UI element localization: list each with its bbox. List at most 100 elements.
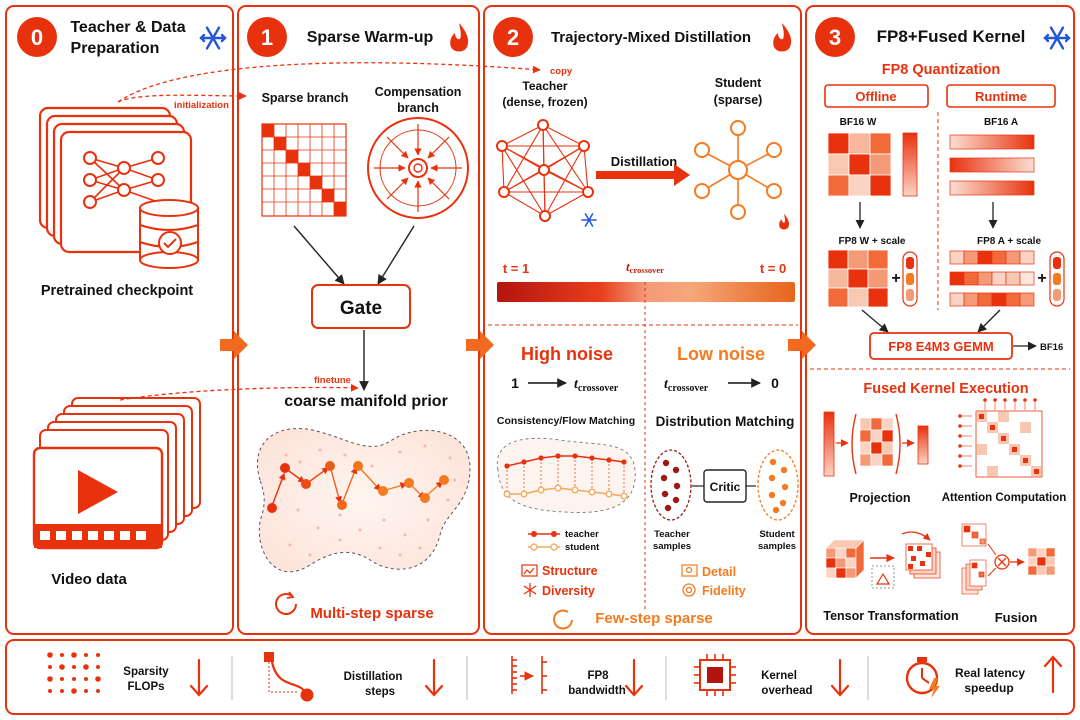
panel-3-number-badge: [815, 17, 855, 57]
panel-1-number: 1: [261, 25, 273, 50]
snowflake-icon: [581, 213, 597, 227]
offline-tab: [824, 84, 929, 108]
low-range-end: 0: [771, 375, 779, 391]
trajectory-matching-plot: [496, 437, 636, 513]
multi-step-cycle-icon: [275, 591, 297, 615]
fp8-gemm-box: [869, 332, 1013, 360]
sparse-attention-grid: [261, 123, 347, 217]
critic-label: Critic: [710, 480, 741, 494]
consistency-flow-matching-label: Consistency/Flow Matching: [497, 415, 635, 427]
panel-0-number: 0: [31, 25, 43, 50]
fp8-gemm-label: FP8 E4M3 GEMM: [888, 339, 993, 354]
kernel-overhead-label-line1: Kernel: [761, 670, 797, 682]
fp8-weight-matrix: [827, 249, 889, 308]
few-step-cycle-icon: [553, 609, 573, 630]
low-noise-label: Low noise: [677, 344, 765, 364]
real-latency-label-line1: Real latency: [955, 666, 1025, 680]
t-start-label: t = 1: [503, 261, 529, 276]
down-arrow-icon: [624, 658, 644, 697]
projection-icon: [823, 411, 929, 477]
coarse-manifold-blob: [257, 428, 471, 573]
video-data-label: Video data: [51, 571, 127, 588]
pretrained-checkpoint-label: Pretrained checkpoint: [41, 283, 193, 299]
high-noise-label: High noise: [521, 344, 613, 364]
fp8-bandwidth-icon: [511, 656, 547, 694]
snowflake-icon: [1043, 26, 1071, 50]
student-label-line2: (sparse): [714, 93, 763, 107]
panel-2-number-badge: [493, 17, 533, 57]
down-arrow-icon: [189, 658, 209, 697]
fp8-quantization-title: FP8 Quantization: [882, 62, 1000, 78]
plus-sign-a: +: [1037, 270, 1046, 287]
compensation-branch-icon: [367, 117, 469, 219]
kernel-chip-icon: [694, 654, 736, 696]
compensation-branch-label-line1: Compensation: [375, 85, 462, 99]
panel-0-title-line2: Preparation: [71, 40, 160, 57]
teacher-samples-label-line1: Teacher: [654, 529, 690, 540]
teacher-label-line2: (dense, frozen): [502, 95, 587, 109]
bf16-weight-matrix: [827, 132, 892, 197]
bf16-w-label: BF16 W: [840, 117, 877, 128]
down-arrow-icon: [830, 658, 850, 697]
panel-3-title: FP8+Fused Kernel: [877, 27, 1026, 46]
teacher-label-line1: Teacher: [522, 79, 567, 93]
fp8-activation-bars: [949, 250, 1035, 307]
panel-3-number: 3: [829, 25, 841, 50]
initialization-label: initialization: [174, 100, 229, 111]
fusion-label: Fusion: [995, 610, 1038, 625]
detail-label: Detail: [702, 565, 736, 579]
fp8-bandwidth-label-line1: FP8: [587, 670, 609, 682]
panel-connector-arrow-2: [466, 331, 494, 359]
distillation-arrow: [596, 164, 690, 186]
sparsity-flops-icon: [47, 652, 101, 694]
bf16-output-label: BF16: [1040, 342, 1063, 353]
runtime-label: Runtime: [975, 89, 1027, 104]
sparse-branch-label: Sparse branch: [262, 91, 349, 105]
tensor-transformation-icon: [825, 531, 941, 589]
distillation-steps-icon: [264, 652, 314, 702]
flame-icon: [450, 23, 469, 52]
fp8-activation-scale: [1049, 251, 1065, 307]
finetune-label: finetune: [314, 375, 351, 386]
fp8-a-scale-label: FP8 A + scale: [977, 236, 1041, 247]
structure-label: Structure: [542, 564, 598, 578]
flame-icon: [773, 23, 792, 52]
panel-2-frame: [483, 5, 802, 635]
initialization-connector: [117, 92, 247, 103]
copy-label: copy: [550, 66, 573, 77]
panel-3-frame: [805, 5, 1075, 635]
coarse-manifold-prior-label: coarse manifold prior: [284, 393, 448, 410]
timestep-gradient-bar: [497, 282, 795, 302]
up-arrow-icon: [1043, 655, 1063, 694]
distillation-steps-label-line1: Distillation: [344, 671, 403, 683]
attention-computation-icon: [958, 398, 1043, 478]
student-sparse-network: [694, 120, 782, 220]
panel-1-number-badge: [247, 17, 287, 57]
weight-scale-vector: [902, 132, 918, 197]
t-end-label: t = 0: [760, 261, 786, 276]
fidelity-label: Fidelity: [702, 584, 746, 598]
high-range-end: tcrossover: [574, 377, 619, 394]
teacher-samples-label-line2: samples: [653, 541, 691, 552]
multi-step-sparse-label: Multi-step sparse: [310, 605, 433, 622]
few-step-sparse-label: Few-step sparse: [595, 610, 713, 627]
runtime-tab: [946, 84, 1056, 108]
panel-0-title-line1: Teacher & Data: [70, 19, 185, 36]
projection-label: Projection: [849, 491, 910, 505]
teacher-samples-cluster: [650, 449, 692, 521]
panel-0-frame: [5, 5, 234, 635]
sparsity-label-line2: FLOPs: [127, 681, 164, 693]
panel-1-frame: [237, 5, 480, 635]
offline-label: Offline: [855, 89, 896, 104]
student-samples-label-line1: Student: [759, 529, 795, 540]
legend-teacher-marker: [528, 531, 560, 537]
fp8-weight-scale: [902, 251, 918, 307]
fp8-w-scale-label: FP8 W + scale: [839, 236, 906, 247]
fused-kernel-title: Fused Kernel Execution: [863, 381, 1028, 397]
legend-teacher-label: teacher: [565, 529, 599, 540]
distribution-matching-label: Distribution Matching: [656, 414, 795, 429]
diversity-icon: [523, 583, 537, 597]
video-data-icon: [32, 397, 201, 550]
panel-0-number-badge: [17, 17, 57, 57]
